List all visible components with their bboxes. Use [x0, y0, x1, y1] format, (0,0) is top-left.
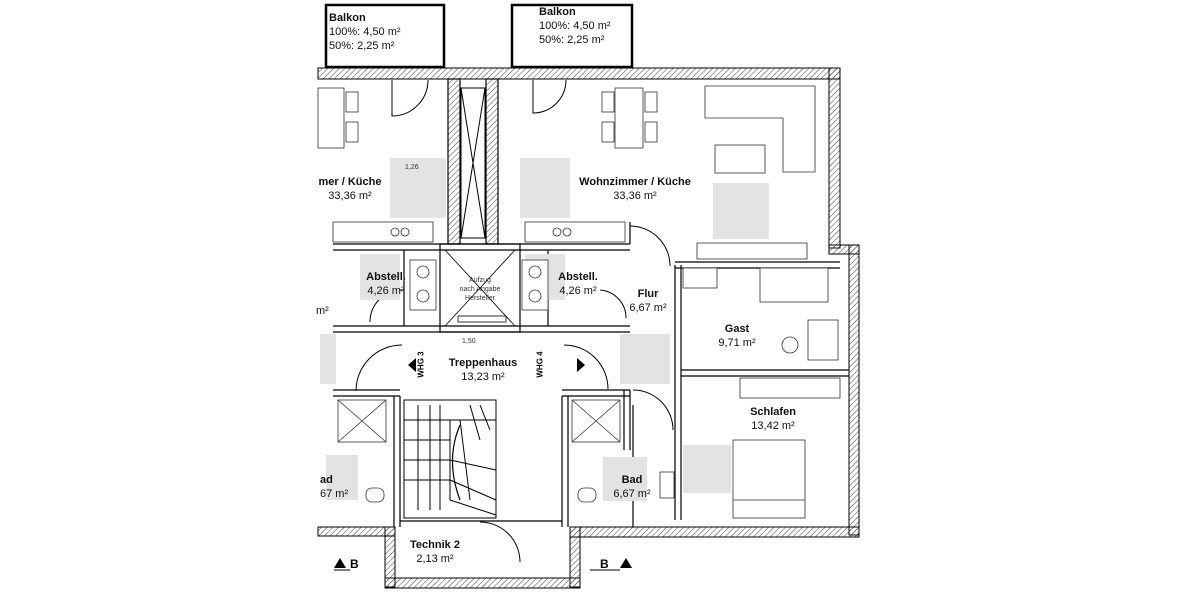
section-label-left: B	[350, 557, 359, 571]
balkon-right-label: Balkon 100%: 4,50 m² 50%: 2,25 m²	[539, 6, 611, 46]
balkon-right-outline	[510, 3, 634, 69]
dim-label: 1,26	[405, 164, 419, 171]
tag-whg4: WHG 4	[535, 351, 545, 378]
balkon-left-label: Balkon 100%: 4,50 m² 50%: 2,25 m²	[329, 12, 401, 52]
section-label-right: B	[600, 557, 609, 571]
section-markers	[334, 358, 632, 571]
staircase	[403, 399, 497, 519]
room-abstell-right: Abstell.4,26 m²	[558, 271, 598, 297]
furniture	[317, 85, 841, 519]
dim-label: 1,50	[462, 338, 476, 345]
tag-whg3: WHG 3	[416, 351, 426, 378]
room-flur-left: m²	[316, 305, 329, 317]
aufzug-label: Aufzug nach Angabe Hersteller	[459, 277, 501, 302]
room-abstell-left: Abstell.4,26 m²	[366, 271, 406, 297]
balkon-left-outline	[324, 3, 446, 69]
elevator-shaft	[444, 249, 516, 327]
outer-walls	[317, 67, 860, 589]
shafts	[460, 87, 486, 239]
